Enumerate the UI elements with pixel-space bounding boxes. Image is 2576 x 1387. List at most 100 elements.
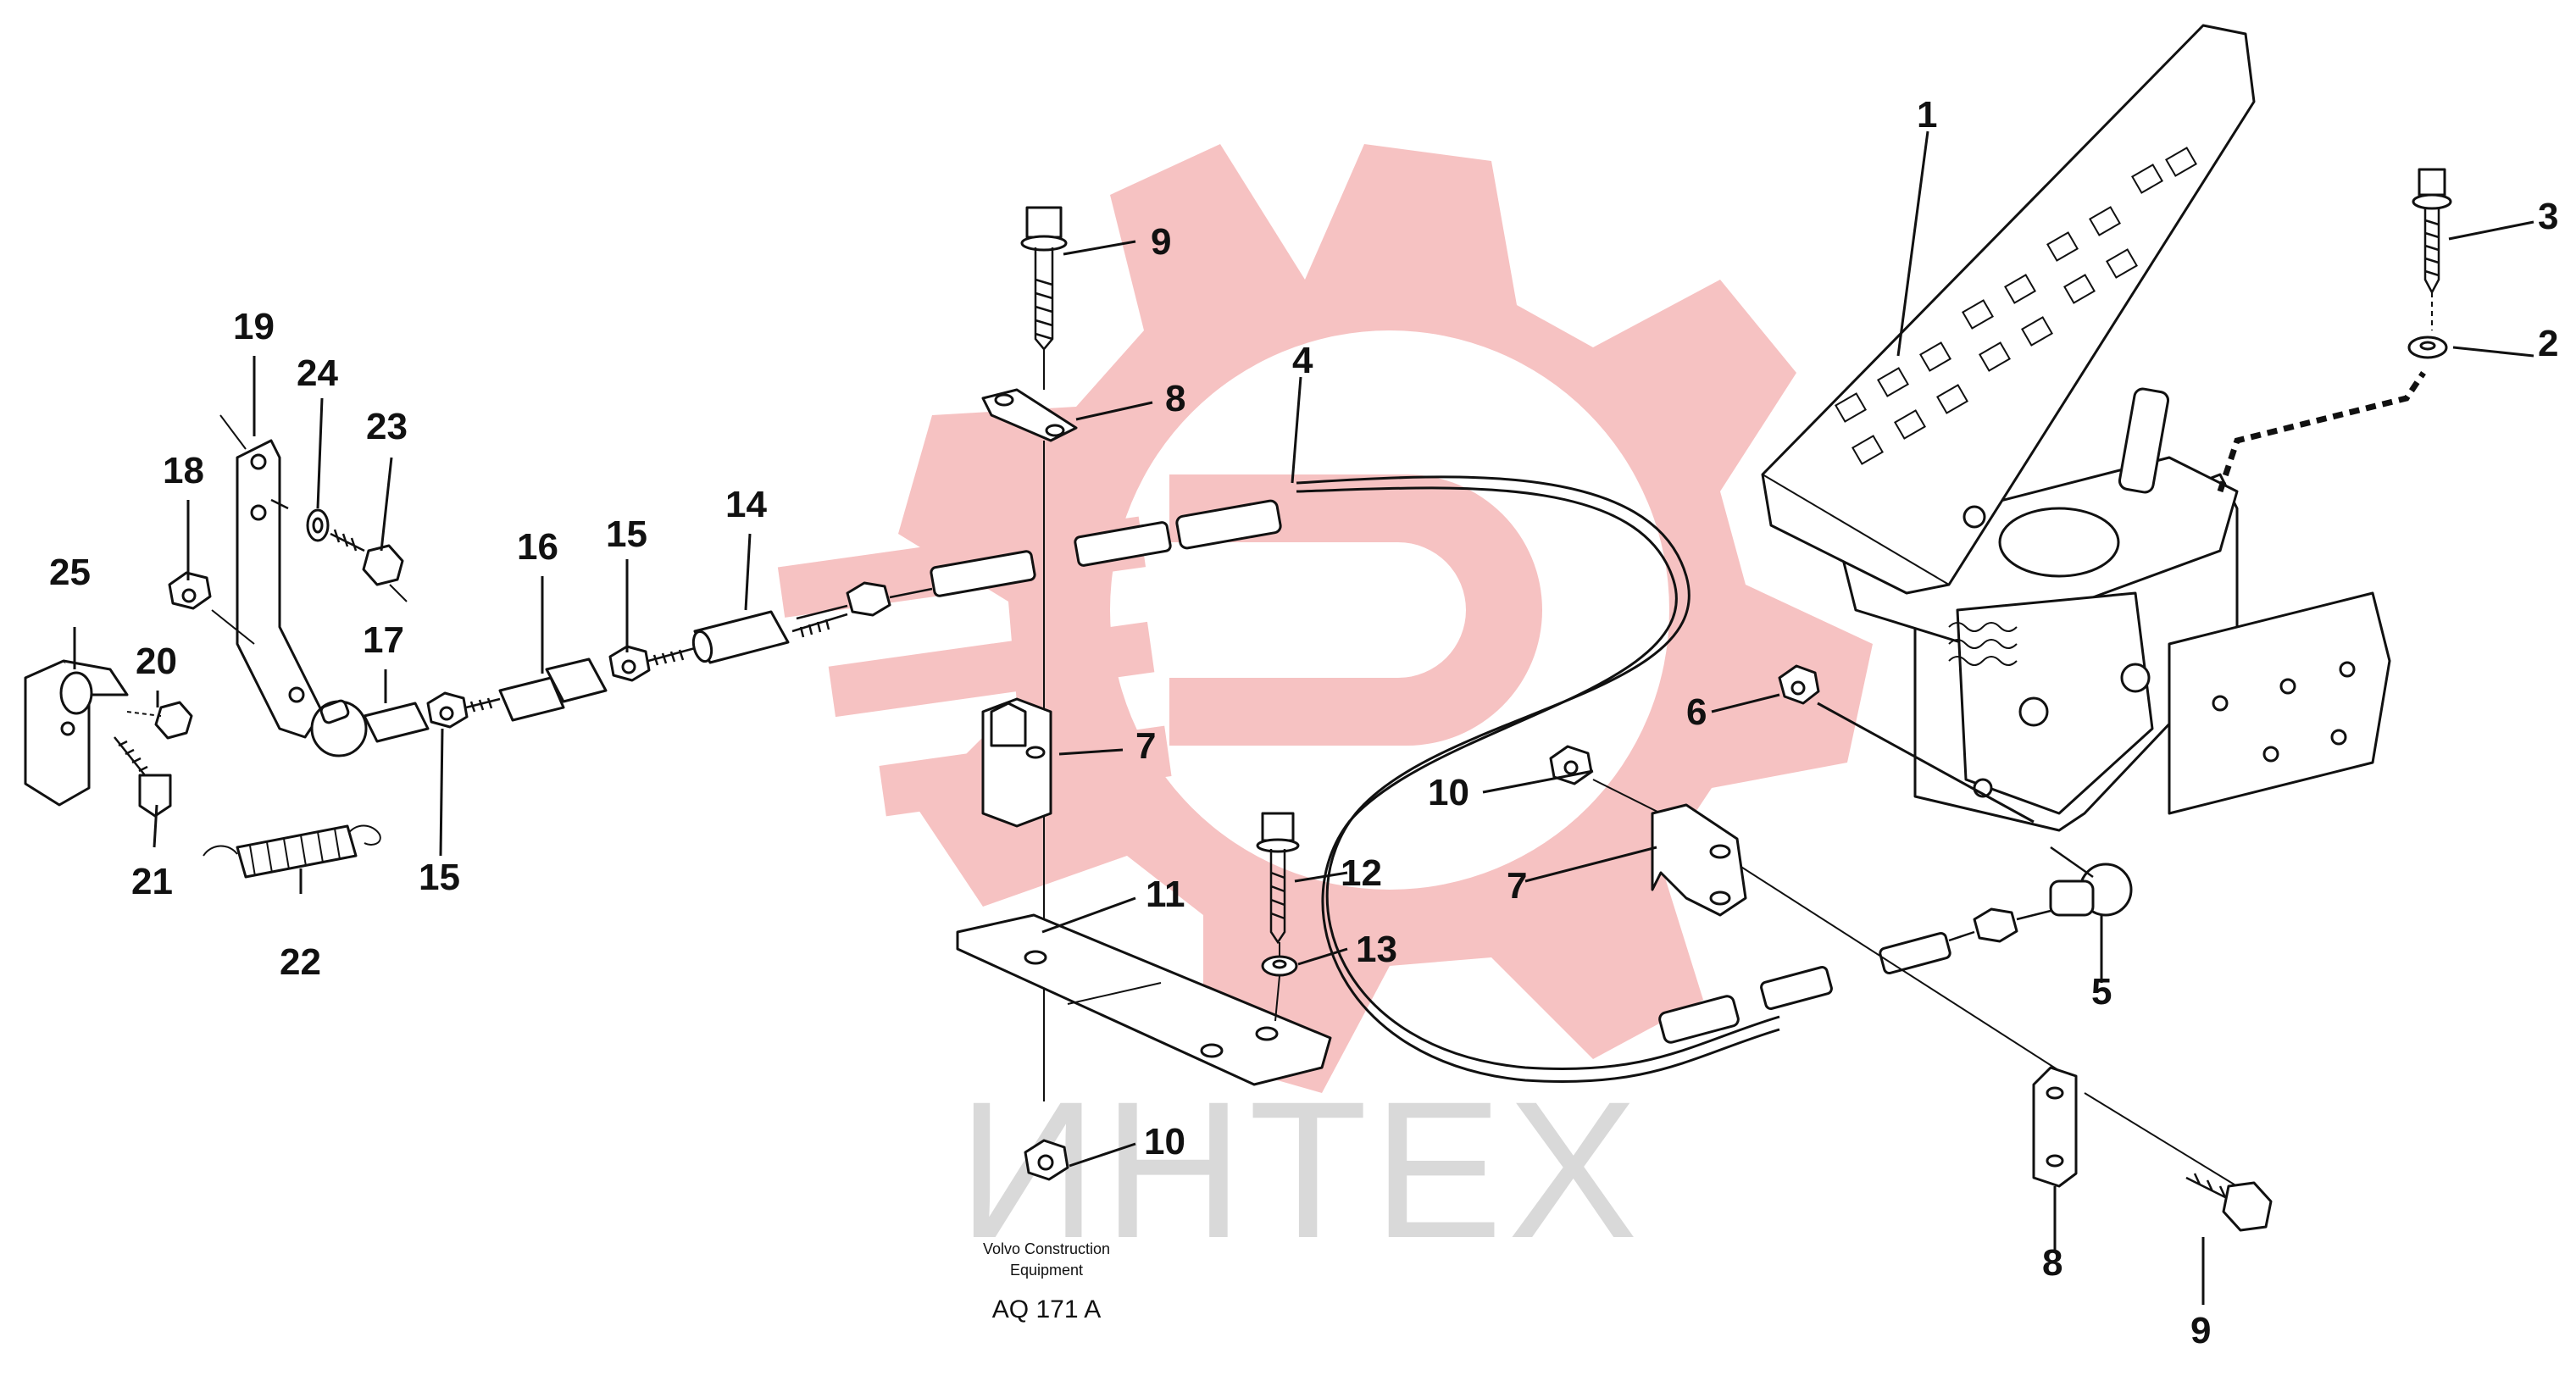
- plate-hole: [2330, 729, 2347, 746]
- cable-end-sleeve-right: [1658, 995, 1740, 1044]
- watermark-stripe-2: [828, 621, 1155, 718]
- hidden-line-to-washer: [2217, 371, 2426, 493]
- callout-6: 6: [1686, 691, 1707, 733]
- lever-19: [219, 414, 324, 739]
- bolt-9-right: [2185, 1173, 2273, 1232]
- plate-hole: [2279, 678, 2296, 695]
- caption-manufacturer-line1: Volvo Construction: [983, 1240, 1110, 1257]
- threaded-rod-right: [791, 613, 848, 638]
- bolt-9-top: [1020, 206, 1068, 351]
- callout-8-top: 8: [1165, 378, 1185, 419]
- caption-drawing-code: AQ 171 A: [992, 1295, 1101, 1323]
- callout-numbers: 1 2 3 4 5 6 7 7 8 8 9 9 10 10 11 12 13 1…: [49, 94, 2558, 1351]
- cable-clamp-7-right: [1651, 803, 1747, 917]
- cable-end-sleeve-left: [1175, 499, 1282, 550]
- bracket-25: [24, 659, 129, 807]
- washer-2: [2407, 336, 2448, 359]
- callout-19: 19: [233, 306, 275, 347]
- plate-hole: [2262, 746, 2279, 763]
- callout-2: 2: [2538, 323, 2558, 364]
- return-spring-22: [203, 824, 381, 879]
- watermark-gear-logo: [777, 144, 1873, 1093]
- cable-line-nut-to-pedal: [1817, 702, 2035, 824]
- accelerator-pedal-assembly: [1761, 24, 2426, 832]
- nut-6: [1778, 664, 1820, 705]
- hinge-nut: [2018, 696, 2049, 727]
- cable-outer-loop: [1296, 475, 1780, 1071]
- callout-4: 4: [1292, 340, 1313, 381]
- nut-15-left: [426, 691, 469, 729]
- nut-18: [168, 571, 212, 610]
- screw-3: [2412, 168, 2452, 330]
- callout-24: 24: [297, 352, 338, 394]
- callout-15-top: 15: [606, 513, 647, 555]
- callout-23: 23: [366, 406, 408, 447]
- ball-joint-17: [310, 699, 430, 757]
- hinge-spring: [1948, 622, 2018, 666]
- callout-18: 18: [163, 450, 204, 491]
- hinge-nut: [2120, 663, 2151, 693]
- cable-crimp-left: [1074, 521, 1172, 567]
- ball-joint-5: [2049, 846, 2133, 917]
- callout-16: 16: [517, 526, 558, 568]
- plate-hole: [2339, 661, 2356, 678]
- pedal-pivot-bolt: [1963, 505, 1986, 529]
- throttle-cable-4: [796, 475, 2051, 1084]
- cable-clamp-7-center: [981, 697, 1052, 828]
- threaded-rod-left: [465, 697, 501, 713]
- cable-nut-right: [1973, 907, 2018, 943]
- bracket-plate-11: [956, 913, 1332, 1086]
- cable-ferrule-left: [930, 550, 1036, 597]
- callout-17: 17: [363, 619, 404, 661]
- callout-21: 21: [131, 861, 173, 902]
- side-mounting-plate: [2168, 591, 2391, 815]
- pedal-tread-pattern: [1835, 147, 2197, 465]
- connector-16: [498, 657, 608, 722]
- callout-22: 22: [280, 941, 321, 983]
- figure-caption: Volvo Construction Equipment AQ 171 A: [983, 1240, 1110, 1323]
- washer-24: [306, 508, 330, 542]
- assembly-axis-line-right: [1592, 779, 2238, 1187]
- callout-13: 13: [1356, 929, 1397, 970]
- pedal-rubber-boot: [1998, 507, 2120, 578]
- watermark-inner-mark: [1169, 474, 1542, 746]
- threaded-rod-middle: [647, 646, 696, 666]
- assembly-axis-line-bolt: [1274, 942, 1280, 1022]
- bolt-21: [114, 736, 172, 818]
- leader-lines: [73, 130, 2534, 1305]
- caption-manufacturer-line2: Equipment: [1010, 1262, 1083, 1279]
- watermark-text: ИНТЕХ: [958, 1061, 1643, 1279]
- nut-23: [362, 544, 408, 602]
- nut-15-middle: [608, 645, 651, 682]
- cable-nut-left: [846, 581, 891, 617]
- nut-20: [126, 701, 193, 740]
- callout-7-center: 7: [1135, 725, 1156, 767]
- plate-hole: [2212, 695, 2229, 712]
- bolt-12: [1256, 812, 1300, 945]
- pedal-stop-post: [2118, 387, 2170, 494]
- callout-9-bottom: 9: [2190, 1310, 2211, 1351]
- callout-25: 25: [49, 552, 91, 593]
- washer-13: [1261, 955, 1298, 977]
- callout-12: 12: [1341, 852, 1382, 894]
- cable-crimp-right: [1760, 966, 1833, 1010]
- sleeve-14: [691, 610, 790, 664]
- callout-20: 20: [136, 641, 177, 682]
- callout-14: 14: [725, 484, 767, 525]
- callout-9-top: 9: [1151, 221, 1171, 263]
- cable-ferrule-right: [1879, 932, 1951, 974]
- callout-10-bottom: 10: [1144, 1121, 1185, 1162]
- callout-3: 3: [2538, 196, 2558, 237]
- screw-23-shank: [270, 498, 365, 552]
- callout-7-right: 7: [1507, 865, 1527, 907]
- linkage-axis-line: [211, 609, 255, 645]
- callout-11: 11: [1146, 874, 1185, 915]
- callout-5: 5: [2091, 971, 2112, 1013]
- pedal-plate: [1761, 24, 2256, 595]
- callout-1: 1: [1917, 94, 1937, 136]
- clamp-plate-8-right: [2032, 1066, 2078, 1188]
- callout-15-bottom: 15: [419, 857, 460, 898]
- callout-10-right: 10: [1428, 772, 1469, 813]
